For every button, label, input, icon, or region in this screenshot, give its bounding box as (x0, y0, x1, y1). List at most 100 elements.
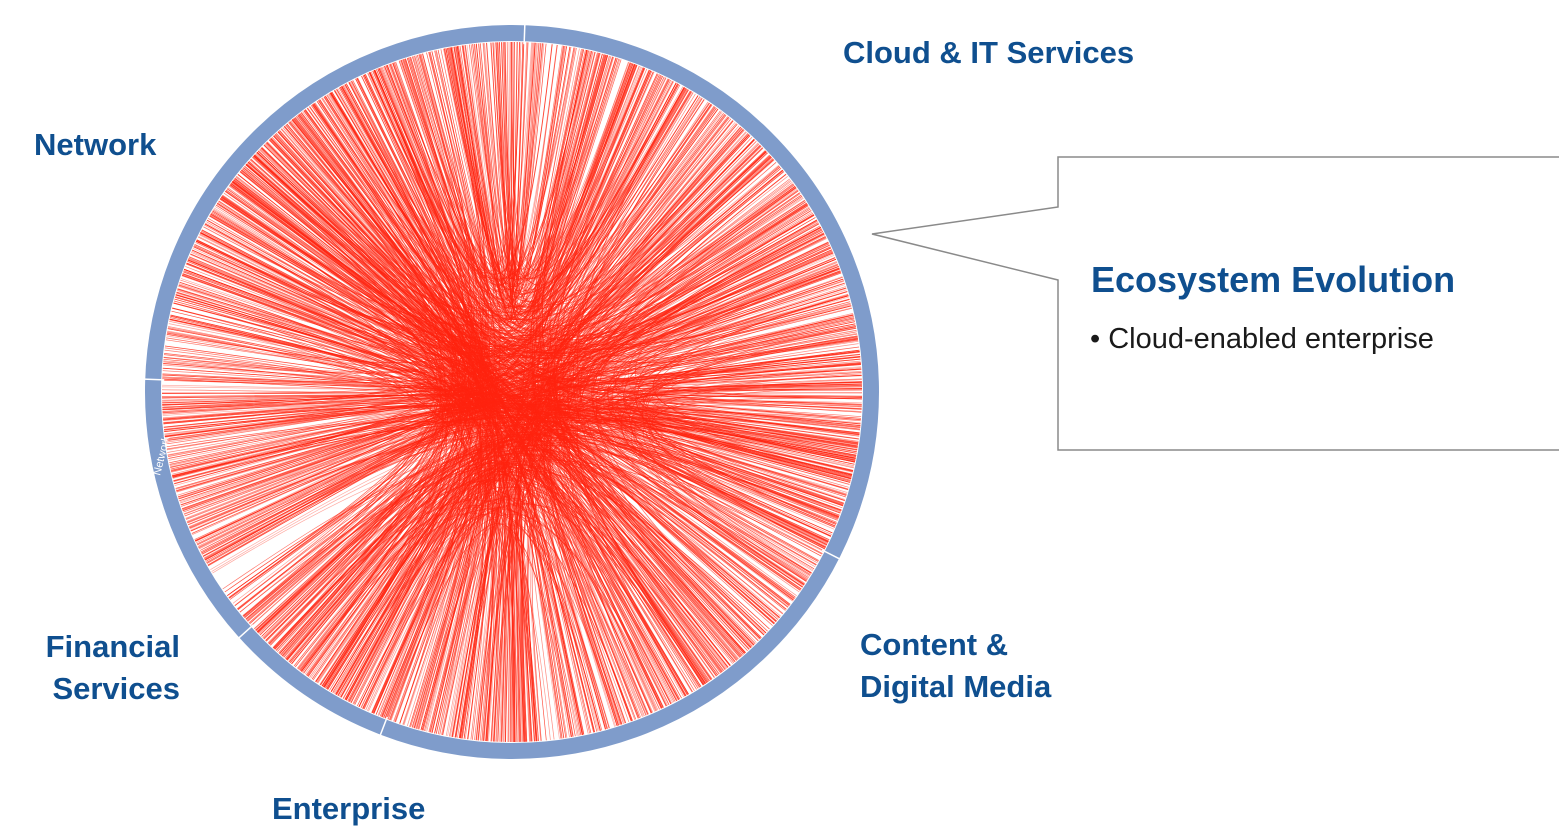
chord-link (162, 145, 761, 413)
chord-link (291, 429, 727, 669)
chord-link (515, 54, 606, 742)
chord-link (228, 420, 858, 599)
chord-link (162, 367, 855, 465)
chord-link (483, 43, 593, 280)
chord-link (317, 493, 610, 729)
chord-link (162, 379, 853, 475)
chord-link (162, 394, 862, 407)
chord-link (202, 147, 764, 557)
chord-link (591, 226, 821, 585)
chord-link (615, 339, 859, 568)
chord-link (169, 404, 859, 464)
chord-link (398, 60, 635, 334)
chord-link (163, 75, 664, 425)
chord-link (164, 403, 860, 438)
chord-link (183, 266, 839, 513)
chord-link (358, 463, 608, 729)
chord-link (178, 92, 694, 361)
chord-link (645, 338, 858, 518)
chord-link (343, 84, 795, 314)
chord-link (628, 222, 849, 491)
chord-link (543, 104, 712, 732)
ring-divider (144, 378, 165, 381)
chord-link (600, 223, 851, 482)
chord-link (293, 479, 633, 722)
chord-link (631, 331, 857, 588)
chord-link (596, 346, 860, 534)
chord-link (638, 278, 845, 504)
chord-link (485, 232, 824, 742)
callout-box (871, 156, 1559, 451)
callout-bullet: • Cloud-enabled enterprise (1090, 323, 1434, 355)
chord-link (409, 56, 674, 320)
chord-link (549, 87, 686, 729)
chord-link (255, 439, 801, 632)
chord-link (530, 52, 750, 650)
chord-link (248, 451, 767, 634)
chord-link (485, 190, 799, 742)
chord-link (181, 123, 737, 510)
chord-link (274, 459, 583, 735)
chord-link (371, 505, 640, 719)
chord-link (210, 431, 835, 571)
chord-link (172, 120, 734, 477)
chord-link (484, 43, 611, 301)
chord-link (286, 449, 808, 660)
chord-link (378, 45, 564, 334)
chord-link (251, 436, 829, 626)
chord-link (179, 422, 849, 503)
ring-divider (379, 716, 388, 736)
chord-link (326, 502, 660, 710)
callout-title: Ecosystem Evolution (1091, 259, 1456, 300)
chord-link (555, 108, 752, 648)
chord-link (333, 504, 733, 694)
chord-link (534, 67, 645, 722)
chord-link (614, 257, 851, 481)
chord-link (424, 138, 755, 731)
chord-link (176, 114, 726, 355)
chord-link (378, 68, 693, 312)
chord-link (259, 425, 839, 636)
chord-link (408, 57, 637, 280)
chord-link (212, 439, 848, 574)
chord-link (503, 64, 636, 742)
chord-link (608, 355, 861, 519)
chord-link (266, 453, 784, 642)
chord-link (384, 65, 645, 285)
chord-link (163, 64, 638, 430)
chord-link (166, 421, 826, 548)
chord-link (603, 296, 849, 546)
chord-link (429, 350, 860, 733)
chord-link (393, 46, 572, 300)
chord-link (165, 353, 861, 440)
chord-link (642, 294, 849, 573)
chord-link (322, 271, 841, 687)
chord-link (362, 513, 662, 709)
chord-link (482, 368, 862, 741)
chord-link (297, 467, 705, 685)
chord-link (191, 304, 851, 534)
chord-link (163, 405, 833, 534)
chord-link (538, 54, 753, 647)
chord-link (536, 70, 652, 737)
chord-link (306, 108, 805, 586)
chord-link (298, 445, 777, 670)
chord-link (172, 83, 678, 477)
chord-link (300, 508, 667, 707)
chord-link (166, 219, 817, 374)
chord-link (289, 466, 709, 682)
chord-link (418, 53, 603, 291)
chord-link (164, 272, 842, 437)
chord-link (600, 396, 863, 585)
chord-link (607, 251, 833, 542)
chord-link (363, 507, 601, 731)
chord-link (360, 454, 761, 708)
chord-link (363, 44, 558, 304)
chord-link (199, 232, 535, 742)
ring-divider (821, 549, 841, 560)
chord-link (178, 253, 834, 498)
chord-link (607, 291, 848, 511)
chord-link (177, 195, 803, 498)
chord-link (195, 119, 733, 542)
chord-link (175, 242, 829, 490)
